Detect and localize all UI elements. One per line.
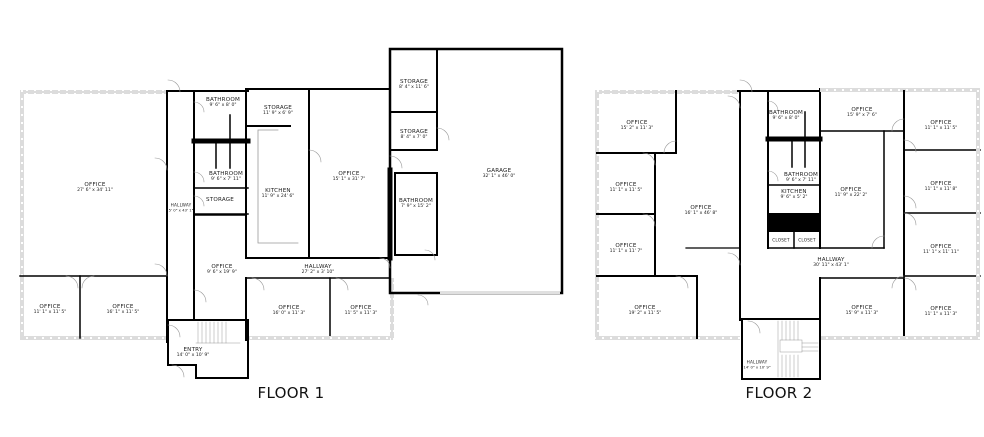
floor-2-plan — [595, 79, 981, 380]
room-label-storage: STORAGE — [205, 196, 235, 203]
floor-1-plan — [19, 47, 564, 379]
floor-1-title: FLOOR 1 — [257, 384, 325, 402]
room-label-closet: CLOSET — [772, 237, 790, 243]
floor-2-title: FLOOR 2 — [745, 384, 813, 402]
room-label-closet: CLOSET — [798, 237, 816, 243]
